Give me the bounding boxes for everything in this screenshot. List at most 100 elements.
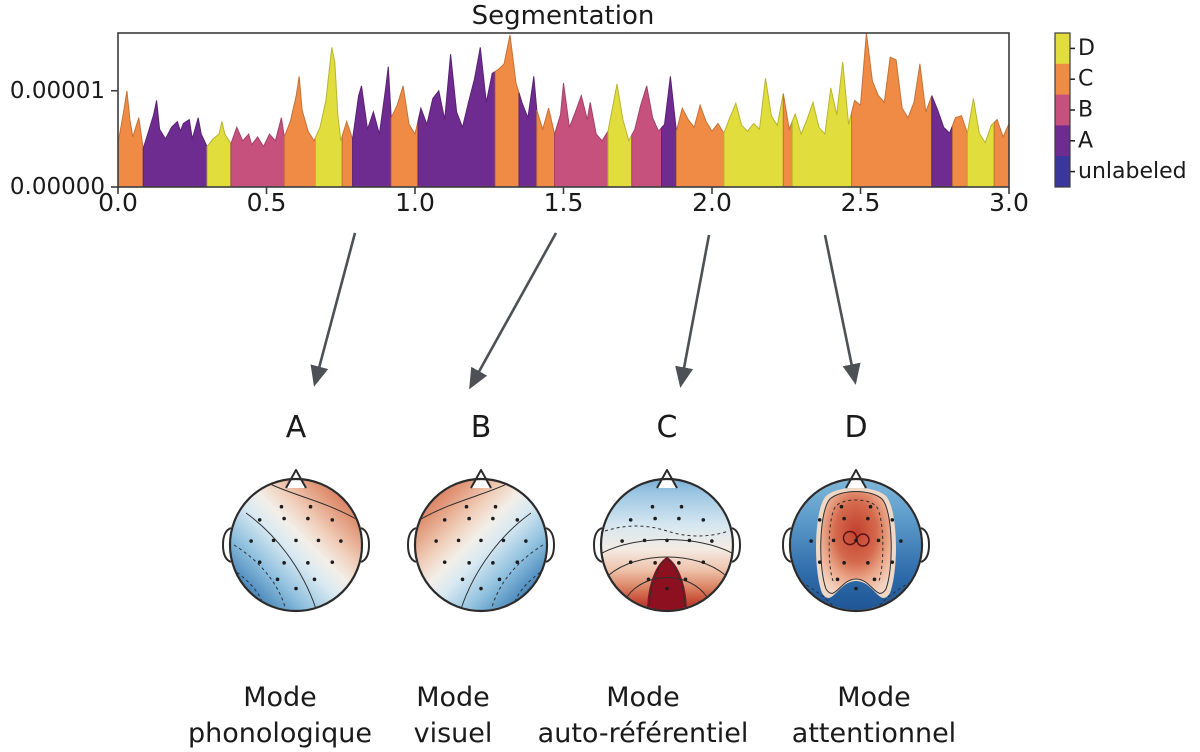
electrode-dot [876,538,881,543]
electrode-dot [306,561,310,565]
left-ear [592,527,603,563]
electrode-dot [491,516,495,521]
arrow-to-D [823,234,861,385]
x-tick-label: 0.5 [247,188,287,217]
colorbar-swatch-C [1055,63,1070,96]
head-outline [788,477,924,613]
gfp-segment-C [952,115,968,188]
x-tick-label: 1.0 [395,188,435,217]
electrode-dot [479,538,483,543]
colorbar-swatch-unlabeled [1055,156,1070,188]
legend-label-unlabeled: unlabeled [1078,159,1187,184]
mode-label-D: Mode attentionnel [744,680,1004,752]
electrode-dot [524,539,528,543]
gfp-segment-A [142,100,208,188]
electrode-dot [467,516,471,521]
topomap-svg [592,469,742,613]
gfp-segment-C [675,103,725,188]
contour-line [460,512,532,610]
electrode-dot [515,518,520,522]
contour-line [233,544,287,610]
electrode-dot [330,560,335,564]
electrode-dot [308,504,313,509]
electrode-dot [294,538,298,543]
topomap-svg [221,469,371,613]
electrode-dot [839,504,844,509]
electrode-dot [330,518,335,522]
electrode-dot [434,539,438,543]
x-tick-label: 3.0 [989,188,1029,217]
electrode-dot [854,538,858,543]
electrode-dot [890,518,895,522]
topo-field [416,480,546,610]
frontal-hotspot [820,491,892,594]
electrode-dot [817,518,822,522]
electrode-dot [628,518,633,522]
x-tick-label: 2.0 [692,188,732,217]
electrode-dot [515,560,520,564]
electrode-dot [854,586,858,591]
gfp-segment-D [966,98,995,188]
gfp-segment-C [283,76,316,188]
mode-label-D-line1: Mode [837,682,911,713]
arrows-overlay [310,232,861,390]
gfp-segment-C [993,118,1010,188]
electrode-dot [899,539,903,543]
electrode-dot [491,561,495,565]
electrode-dot [316,538,321,543]
electrode-dot [493,504,498,509]
contour-line [608,556,726,576]
electrode-dot [809,539,813,543]
gfp-segment-D [607,83,633,188]
gfp-segment-A [352,66,392,188]
gfp-segment-D [791,61,853,188]
topomap-D [776,461,936,621]
electrode-dot [442,518,447,522]
left-ear [221,527,232,563]
electrode-dot [679,504,684,509]
electrode-dot [842,561,846,565]
gfp-segment-B [631,85,662,188]
microstate-letter-A: A [285,410,307,445]
electrode-dot [257,518,262,522]
electrode-dot [683,577,688,582]
electrode-dot [642,538,647,543]
contour-line [626,577,708,598]
electrode-dot [249,539,253,543]
electrode-dot [866,516,870,521]
electrode-dot [479,586,483,591]
colorbar-swatch-A [1055,125,1070,157]
gfp-segment-A [931,95,954,188]
left-ear [781,527,792,563]
mode-label-C-line1: Mode [606,682,680,713]
head-outline [599,477,735,613]
gfp-segment-C [117,90,144,188]
electrode-dot [677,561,681,565]
microstate-letter-B: B [470,410,492,445]
colorbar-swatch-D [1055,33,1070,65]
electrode-dot [653,561,657,565]
electrode-dot [257,560,262,564]
mode-label-B-line2: visuel [413,718,493,749]
electrode-dot [501,538,506,543]
electrode-dot [279,504,284,509]
x-tick-label: 2.5 [841,188,881,217]
electrode-dot [872,577,877,582]
mode-label-C-line2: auto-référentiel [537,718,749,749]
left-ear [406,527,417,563]
gfp-segment-D [206,121,232,188]
topomap-B [401,461,561,621]
electrode-dot [831,538,836,543]
gfp-segment-B [230,117,285,188]
mode-label-A-line1: Mode [243,682,317,713]
electrode-dot [665,586,669,591]
gfp-segment-C [851,32,933,188]
contour-line [820,491,892,594]
gfp-segment-C [341,119,354,188]
electrode-dot [460,577,465,582]
electrode-dot [646,577,651,582]
chart-title: Segmentation [471,1,655,31]
electrode-dot [817,560,822,564]
legend-label-D: D [1078,36,1095,61]
